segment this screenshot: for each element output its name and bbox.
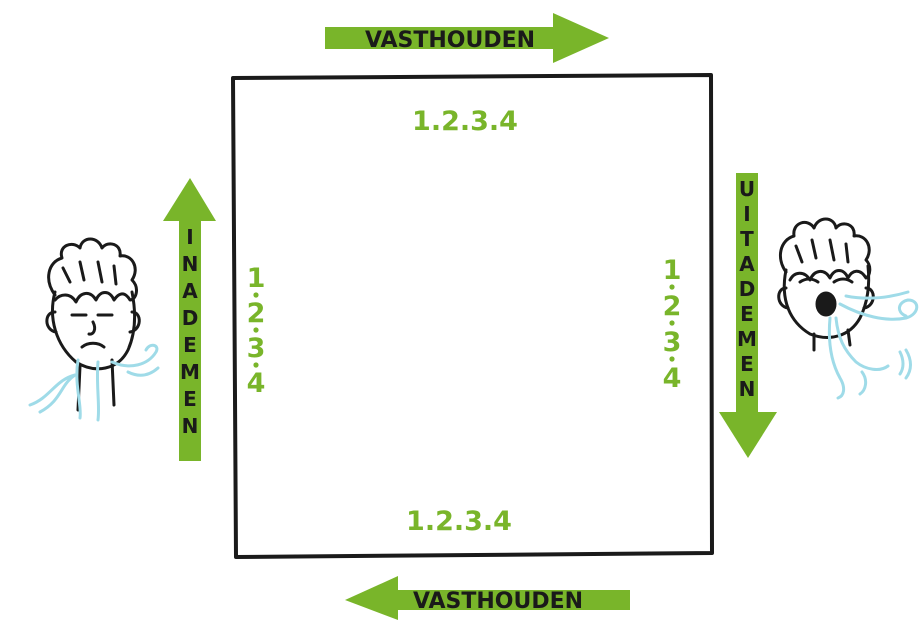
count-separator-dot bbox=[253, 327, 259, 333]
left-count-digit-4: 4 bbox=[247, 368, 266, 399]
left-arrow-letter-6: M bbox=[180, 360, 200, 384]
right-count: 1 2 3 4 bbox=[663, 255, 682, 394]
top-count: 1.2.3.4 bbox=[412, 106, 518, 137]
count-separator-dot bbox=[669, 284, 675, 290]
left-count-digit-3: 3 bbox=[247, 333, 266, 364]
left-arrow-letter-8: N bbox=[182, 414, 199, 438]
right-arrow-letter-3: T bbox=[740, 227, 754, 251]
left-arrow-letter-2: N bbox=[182, 252, 199, 276]
right-arrow-letter-1: U bbox=[739, 177, 755, 201]
left-count: 1 2 3 4 bbox=[247, 263, 266, 399]
bottom-arrow-label: VASTHOUDEN bbox=[413, 589, 583, 614]
right-arrow-letter-9: N bbox=[739, 377, 756, 401]
top-arrow-label: VASTHOUDEN bbox=[365, 28, 535, 53]
count-separator-dot bbox=[253, 362, 259, 368]
top-arrow: VASTHOUDEN bbox=[325, 13, 609, 63]
right-arrow-letter-2: I bbox=[743, 202, 750, 226]
exhaling-person-icon bbox=[777, 217, 919, 400]
left-count-digit-2: 2 bbox=[247, 298, 266, 329]
right-arrow-letter-7: M bbox=[737, 327, 757, 351]
left-count-digit-1: 1 bbox=[247, 263, 266, 294]
inhaling-person-icon bbox=[28, 237, 160, 422]
right-count-digit-3: 3 bbox=[663, 327, 682, 358]
right-arrow-letter-5: D bbox=[739, 277, 756, 301]
bottom-arrow: VASTHOUDEN bbox=[345, 576, 630, 620]
count-separator-dot bbox=[669, 356, 675, 362]
bottom-count: 1.2.3.4 bbox=[406, 506, 512, 537]
count-separator-dot bbox=[669, 320, 675, 326]
right-arrow-letter-6: E bbox=[740, 302, 754, 326]
left-arrow-letter-1: I bbox=[186, 225, 193, 249]
left-arrow-letter-5: E bbox=[183, 333, 197, 357]
right-arrow-letter-4: A bbox=[739, 252, 755, 276]
left-arrow-letter-3: A bbox=[182, 279, 198, 303]
left-arrow-letter-7: E bbox=[183, 387, 197, 411]
right-count-digit-1: 1 bbox=[663, 255, 682, 286]
left-arrow-letter-4: D bbox=[182, 306, 199, 330]
count-separator-dot bbox=[253, 292, 259, 298]
right-arrow-letter-8: E bbox=[740, 352, 754, 376]
breathing-square bbox=[231, 73, 714, 559]
right-count-digit-4: 4 bbox=[663, 363, 682, 394]
right-count-digit-2: 2 bbox=[663, 291, 682, 322]
